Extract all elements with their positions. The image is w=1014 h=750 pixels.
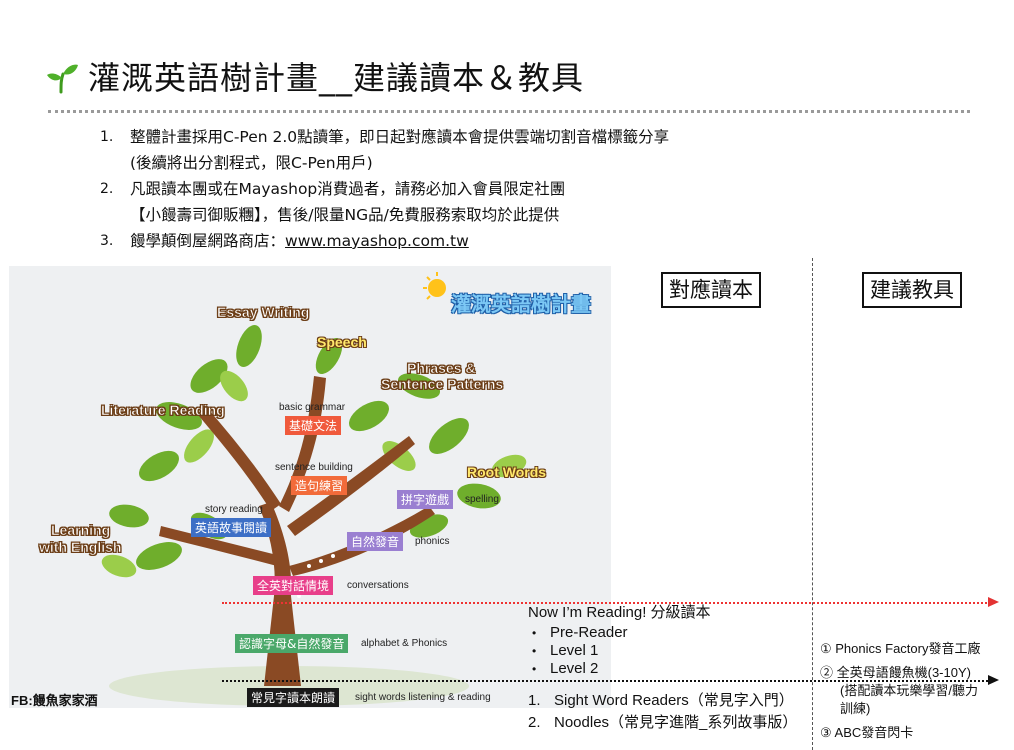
tool-item-note: 訓練) [840,701,871,716]
page-title: 灌溉英語樹計畫__建議讀本＆教具 [88,59,585,97]
branch-label-literature: Literature Reading [101,402,225,419]
info-item: 2. 凡跟讀本團或在Mayashop消費過者，請務必加入會員限定社團 【小饅壽司… [100,176,900,228]
level-guide-black [222,680,992,682]
tag-caption-grammar: basic grammar [279,402,346,413]
tag-caption-alphabet: alphabet & Phonics [361,638,448,649]
branch-label-root-words: Root Words [467,464,547,480]
branch-label-with-english: with English [39,539,122,556]
sprout-icon [47,64,78,94]
title-row: 灌溉英語樹計畫__建議讀本＆教具 [44,52,584,100]
info-item: 3. 饅學顛倒屋網路商店：www.mayashop.com.tw [100,228,900,254]
black-arrow-icon [988,675,999,685]
sight-item-text: Sight Word Readers（常見字入門） [554,692,794,709]
title-divider [48,110,970,113]
shop-link[interactable]: www.mayashop.com.tw [285,232,469,250]
branch-label-essay: Essay Writing [217,304,310,321]
reader-series-title: Now I’m Reading! 分級讀本 [528,604,711,621]
tool-item-note: (搭配讀本玩樂學習/聽力 [840,683,978,698]
branch-label-learning: Learning [51,522,111,539]
tag-grammar: 基礎文法 [285,416,342,435]
info-line: 凡跟讀本團或在Mayashop消費過者，請務必加入會員限定社團 [130,180,566,198]
tool-item-flashcards: ③ ABC發音閃卡 [820,725,914,740]
sight-item: 2. Noodles（常見字進階_系列故事版） [528,712,797,734]
tag-spelling: 拼字遊戲 [397,490,454,509]
level-guide-red [222,602,994,604]
red-arrow-icon [988,597,999,607]
reader-level-list: Pre-Reader Level 1 Level 2 [528,624,808,678]
sight-item-number: 1. [528,692,541,709]
branch-label-phrases: Phrases & [407,360,476,377]
tag-caption-phonics: phonics [415,536,450,547]
tag-conversation: 全英對話情境 [253,576,334,595]
reader-level: Pre-Reader [550,624,808,642]
tag-phonics: 自然發音 [347,532,404,551]
tag-caption-story: story reading [205,504,263,515]
tag-caption-sightwords: sight words listening & reading [355,692,491,703]
reader-series: Now I’m Reading! 分級讀本 Pre-Reader Level 1… [528,604,808,678]
sight-item: 1. Sight Word Readers（常見字入門） [528,690,797,712]
reader-level: Level 2 [550,660,808,678]
tree-logo-text: 灌溉英語樹計畫 [451,294,591,316]
sight-item-number: 2. [528,714,541,731]
readers-header: 對應讀本 [661,272,761,308]
info-item: 1. 整體計畫採用C-Pen 2.0點讀筆，即日起對應讀本會提供雲端切割音檔標籤… [100,124,900,176]
tag-story: 英語故事閱讀 [191,518,272,537]
tools-list: ① Phonics Factory發音工廠 ② 全英母語饅魚機(3-10Y) (… [820,640,1010,742]
tag-sightwords: 常見字讀本朗讀 [247,688,340,707]
tag-alphabet: 認識字母&自然發音 [235,634,349,653]
tag-sentence: 造句練習 [291,476,348,495]
english-tree-illustration: 灌溉英語樹計畫 Essay Writing Speech Phrases & S… [9,266,611,708]
branch-label-patterns: Sentence Patterns [381,376,504,393]
fb-credit: FB:饅魚家家酒 [11,693,98,708]
column-divider [812,258,813,750]
tag-caption-spelling: spelling [465,494,499,505]
info-line: 【小饅壽司御販糰】，售後/限量NG品/免費服務索取均於此提供 [130,206,560,224]
tool-item-eel-machine: ② 全英母語饅魚機(3-10Y) [820,665,971,680]
info-number: 1. [100,129,114,145]
info-list: 1. 整體計畫採用C-Pen 2.0點讀筆，即日起對應讀本會提供雲端切割音檔標籤… [100,124,900,254]
info-line: 整體計畫採用C-Pen 2.0點讀筆，即日起對應讀本會提供雲端切割音檔標籤分享 [130,128,670,146]
tag-caption-sentence: sentence building [275,462,353,473]
info-number: 2. [100,181,114,197]
sight-item-text: Noodles（常見字進階_系列故事版） [554,714,798,731]
branch-label-speech: Speech [317,334,367,350]
info-shop-label: 饅學顛倒屋網路商店： [130,232,286,250]
sight-word-list: 1. Sight Word Readers（常見字入門） 2. Noodles（常見… [528,690,797,734]
reader-level: Level 1 [550,642,808,660]
info-line: (後續將出分割程式，限C-Pen用戶) [130,154,373,172]
tool-item-phonics-factory: ① Phonics Factory發音工廠 [820,641,981,656]
tag-caption-conversation: conversations [347,580,409,591]
tools-header: 建議教具 [862,272,962,308]
info-number: 3. [100,233,114,249]
